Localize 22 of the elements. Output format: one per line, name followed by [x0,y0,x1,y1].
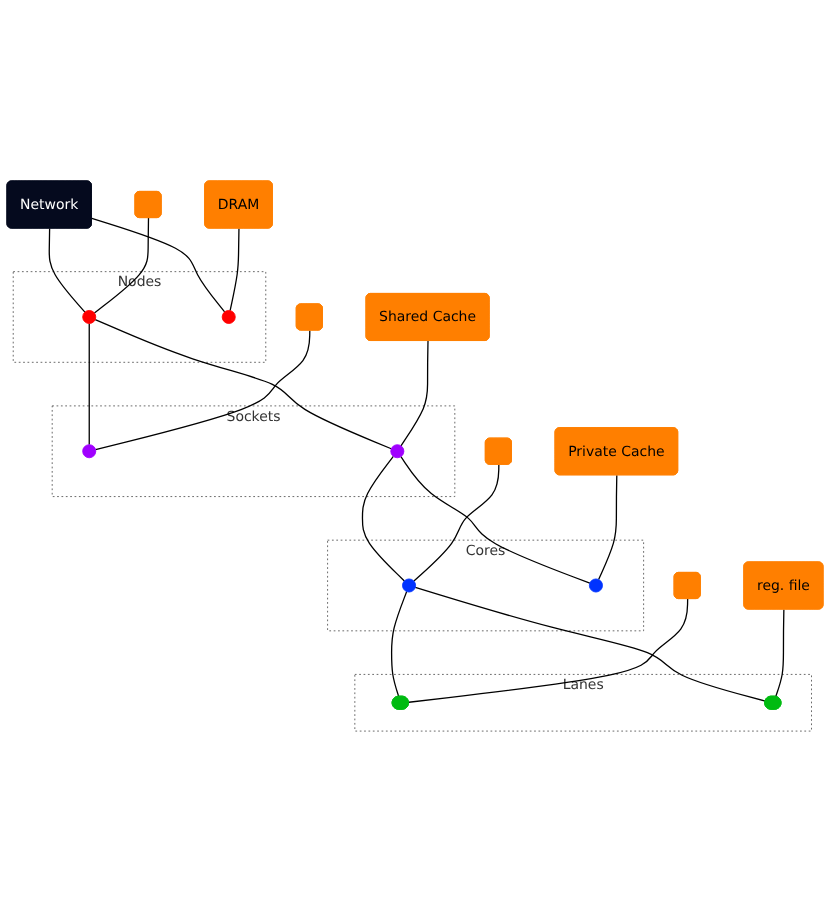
connector [414,587,767,703]
node-circle [402,579,417,594]
connector [88,323,90,447]
node-circle [82,310,97,325]
connector [597,475,618,582]
connector [408,599,689,704]
node-circle [588,579,603,594]
node-circle [390,445,405,460]
connector [775,609,785,699]
connector [400,341,429,448]
connector [400,457,591,585]
connector [94,330,311,452]
connector [229,228,240,313]
connector [413,465,500,583]
connector [361,456,405,583]
connector [93,218,150,315]
connector [91,218,226,314]
connector [390,591,408,699]
connector [48,228,86,314]
node-circle [82,445,97,460]
connector [94,319,392,451]
node-circle [221,310,236,325]
